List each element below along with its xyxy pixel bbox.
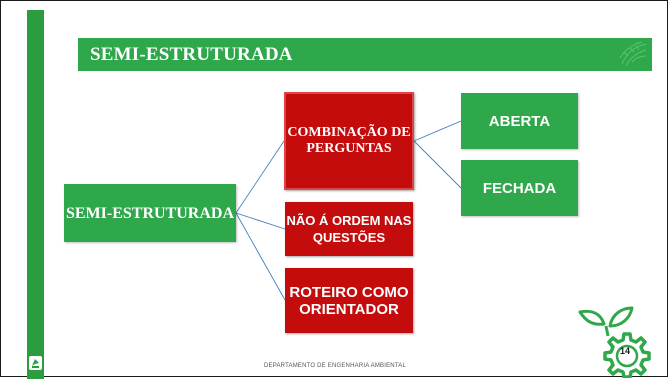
root-node: SEMI-ESTRUTURADA: [64, 184, 236, 242]
leaf-node-aberta: ABERTA: [461, 93, 578, 149]
slide-title: SEMI-ESTRUTURADA: [90, 44, 293, 65]
branch-node-ordem: NÃO Á ORDEM NAS QUESTÕES: [285, 202, 413, 256]
gear-leaf-icon: [578, 306, 651, 378]
leaf-node-fechada: FECHADA: [461, 160, 578, 216]
footer-department: DEPARTAMENTO DE ENGENHARIA AMBIENTAL: [263, 363, 406, 369]
branch-node-roteiro: ROTEIRO COMO ORIENTADOR: [285, 268, 413, 333]
title-bar: SEMI-ESTRUTURADA: [78, 38, 652, 71]
institution-logo-icon: [29, 356, 42, 370]
branch-node-combinacao: COMBINAÇÃO DE PERGUNTAS: [284, 92, 414, 190]
connector-root-roteiro: [235, 212, 286, 301]
connector-root-ordem: [235, 212, 286, 230]
left-accent-strip: [27, 10, 44, 379]
connector-root-combinacao: [235, 140, 285, 214]
connector-combinacao-aberta: [413, 120, 462, 142]
leaf-pattern-icon: [619, 41, 647, 67]
connector-combinacao-fechada: [413, 140, 462, 189]
page-number: 14: [619, 346, 630, 356]
